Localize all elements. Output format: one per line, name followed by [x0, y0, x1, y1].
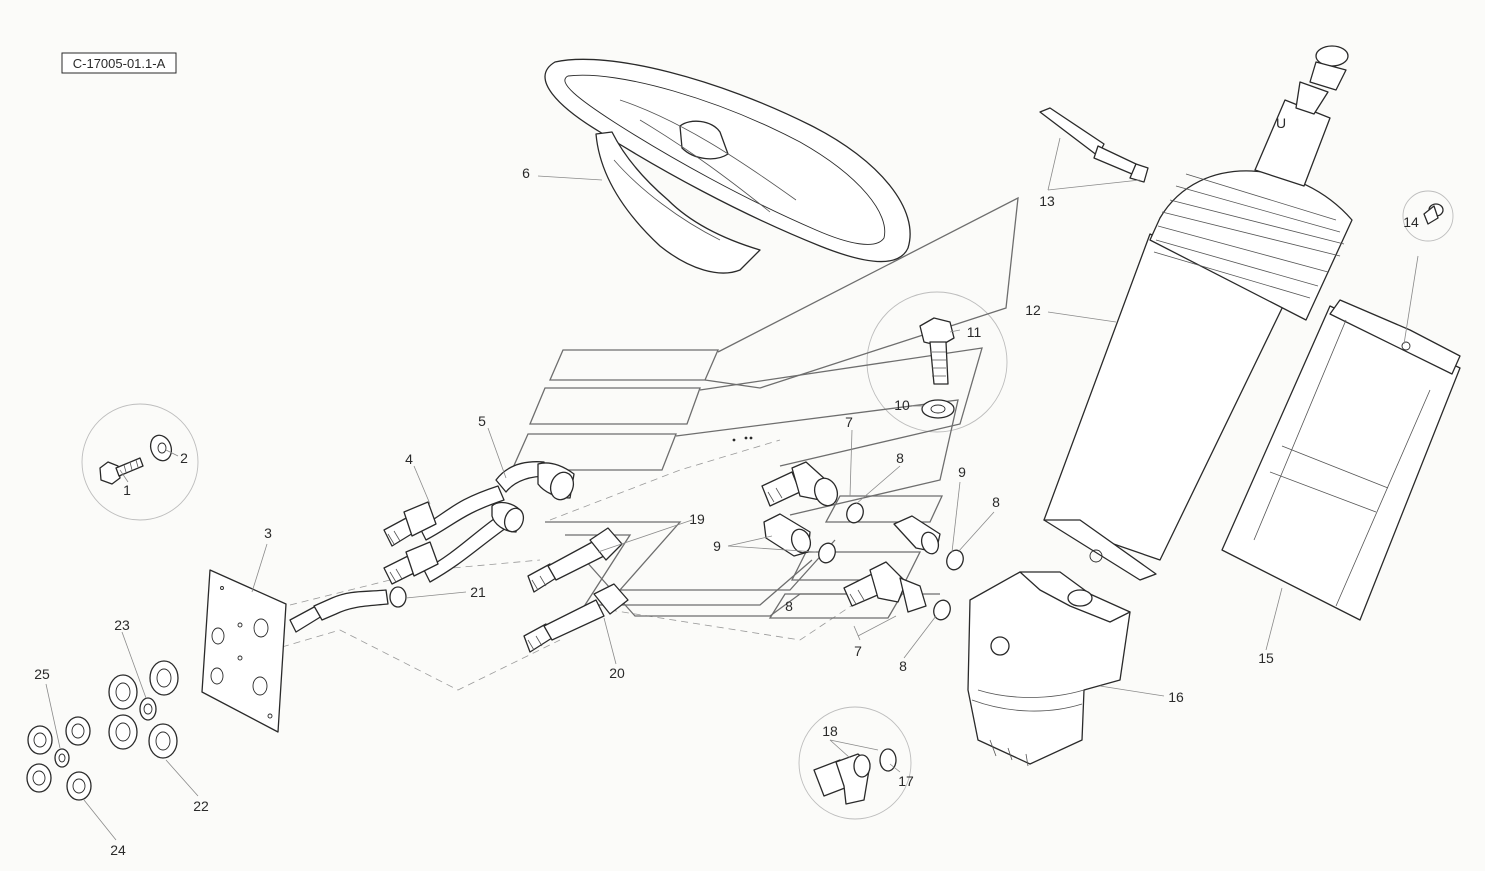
leader-lines — [45, 137, 1419, 841]
part-9-straight-fittings — [763, 513, 941, 557]
part-18-elbow — [813, 753, 871, 805]
callout-labels: 1 2 3 4 5 6 7 7 8 8 8 8 9 9 10 11 12 13 … — [34, 165, 1419, 858]
callout-7-lower: 7 — [854, 643, 862, 659]
reference-code: C-17005-01.1-A — [73, 56, 166, 71]
part-13-lever — [1039, 107, 1149, 183]
part-15-cover-panel — [1221, 299, 1461, 621]
callout-8-middle: 8 — [785, 598, 793, 614]
callout-18: 18 — [822, 723, 838, 739]
part-4-hose-pair — [383, 485, 507, 585]
part-12-steering-column: U — [1043, 45, 1353, 581]
callout-7-upper: 7 — [845, 414, 853, 430]
part-22-washers — [108, 660, 179, 759]
callout-10: 10 — [894, 397, 910, 413]
callout-9-left: 9 — [713, 538, 721, 554]
callout-23: 23 — [114, 617, 130, 633]
callout-19: 19 — [689, 511, 705, 527]
part-3-mounting-plate — [201, 569, 287, 733]
callout-9-right: 9 — [958, 464, 966, 480]
part-7-elbow-fitting-lower — [843, 561, 927, 613]
callout-8-right: 8 — [992, 494, 1000, 510]
part-17-o-ring — [879, 748, 897, 772]
callout-15: 15 — [1258, 650, 1274, 666]
callout-17: 17 — [898, 773, 914, 789]
callout-16: 16 — [1168, 689, 1184, 705]
callout-6: 6 — [522, 165, 530, 181]
callout-12: 12 — [1025, 302, 1041, 318]
callout-22: 22 — [193, 798, 209, 814]
part-19-hose-fitting — [527, 527, 623, 593]
reference-code-box: C-17005-01.1-A — [61, 52, 177, 74]
part-7-elbow-fitting-upper — [761, 461, 839, 507]
callout-20: 20 — [609, 665, 625, 681]
callout-8-lower: 8 — [899, 658, 907, 674]
part-16-steering-unit — [967, 571, 1131, 767]
part-10-washer — [921, 399, 955, 419]
detail-circle-screw-14 — [1402, 190, 1454, 242]
part-23-small-washer — [139, 697, 157, 721]
part-24-nuts — [26, 716, 92, 801]
detail-circle-elbow — [798, 706, 912, 820]
part-21-small-hose — [289, 586, 407, 633]
callout-24: 24 — [110, 842, 126, 858]
dot-marks — [732, 436, 753, 442]
part-14-screw — [1423, 203, 1444, 225]
part-6-steering-wheel — [544, 58, 911, 274]
svg-text:U: U — [1276, 115, 1286, 131]
part-11-bolt — [919, 317, 955, 385]
detail-circle-bolt-washer — [81, 403, 199, 521]
callout-25: 25 — [34, 666, 50, 682]
callout-2: 2 — [180, 450, 188, 466]
callout-13: 13 — [1039, 193, 1055, 209]
callout-5: 5 — [478, 413, 486, 429]
callout-3: 3 — [264, 525, 272, 541]
part-2-washer — [149, 434, 173, 462]
callout-21: 21 — [470, 584, 486, 600]
part-20-hose-fitting — [523, 583, 629, 653]
part-1-bolt — [99, 457, 144, 485]
callout-11: 11 — [967, 324, 982, 340]
part-8-o-rings — [818, 502, 964, 621]
callout-14: 14 — [1403, 214, 1419, 230]
detail-circle-bolt-10-11 — [866, 291, 1008, 433]
callout-8-upper: 8 — [896, 450, 904, 466]
callout-1: 1 — [123, 482, 131, 498]
callout-4: 4 — [405, 451, 413, 467]
part-5-hose-elbow — [491, 461, 575, 533]
part-25-small-nut — [54, 748, 70, 768]
